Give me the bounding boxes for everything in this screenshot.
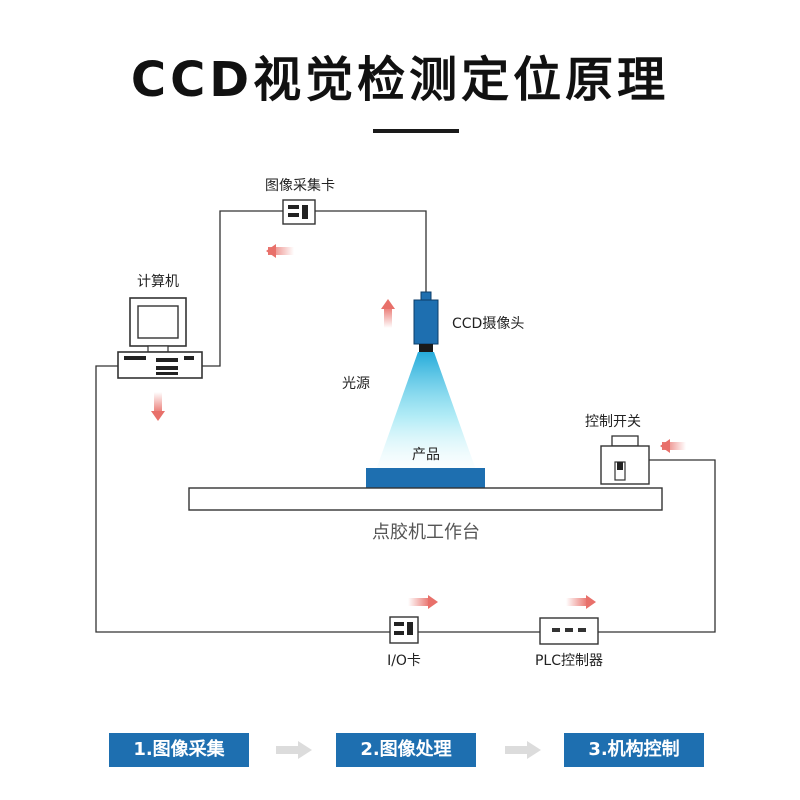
flow-arrow-io: [408, 598, 430, 606]
io-card-device: [389, 616, 419, 644]
capture-card-label: 图像采集卡: [265, 177, 335, 194]
product-label: 产品: [412, 447, 440, 463]
light-beam: [376, 352, 476, 470]
control-switch-label: 控制开关: [585, 414, 641, 430]
wire-computer-io: [95, 365, 390, 633]
flow-arrow-computer: [154, 392, 162, 414]
step-image-capture: 1.图像采集: [109, 733, 249, 767]
step-arrow-icon: [505, 741, 541, 759]
title-underline: [373, 129, 459, 133]
io-card-label: I/O卡: [387, 653, 421, 669]
plc-label: PLC控制器: [535, 653, 603, 669]
light-source-label: 光源: [342, 376, 370, 392]
plc-device: [539, 617, 599, 645]
process-steps: 1.图像采集 2.图像处理 3.机构控制: [0, 733, 800, 767]
computer-device: [117, 297, 203, 379]
capture-card-device: [282, 199, 316, 225]
workbench-label: 点胶机工作台: [372, 522, 480, 543]
control-switch-device: [600, 435, 650, 485]
ccd-camera-label: CCD摄像头: [452, 316, 524, 332]
flow-arrow-camera: [384, 306, 392, 328]
wire-capture-camera: [315, 210, 427, 292]
ccd-camera-device: [413, 291, 439, 352]
step-mechanism-control: 3.机构控制: [564, 733, 704, 767]
flow-arrow-plc: [566, 598, 588, 606]
product-block: [366, 468, 485, 488]
workbench-platform: [188, 487, 663, 511]
computer-label: 计算机: [137, 274, 179, 290]
step-arrow-icon: [276, 741, 312, 759]
wire-computer-capture: [202, 210, 283, 367]
flow-arrow-switch: [662, 442, 686, 450]
connection-wires: [95, 210, 716, 633]
page-title: CCD视觉检测定位原理: [130, 52, 670, 108]
flow-arrow-capture: [268, 247, 294, 255]
wire-plc-switch: [598, 459, 716, 633]
step-image-processing: 2.图像处理: [336, 733, 476, 767]
